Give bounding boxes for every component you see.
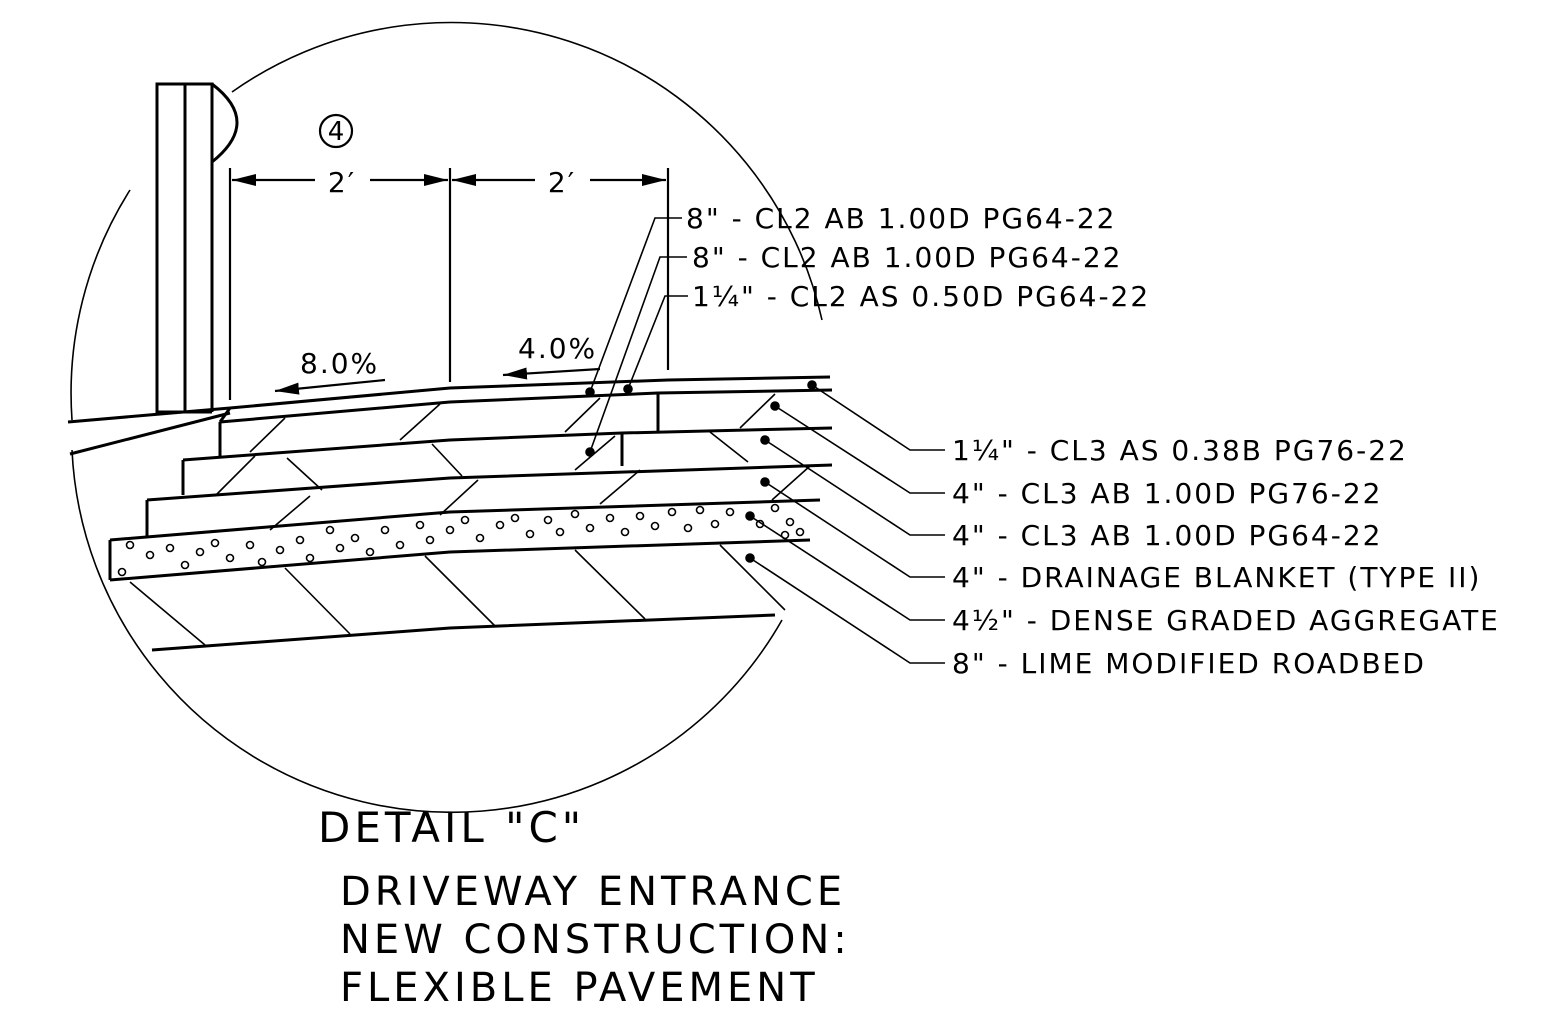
slope-labels: 8.0% 4.0%	[274, 332, 601, 395]
top-callout-1: 8" - CL2 AB 1.00D PG64-22	[686, 202, 1116, 235]
right-callout-2: 4" - CL3 AB 1.00D PG76-22	[952, 477, 1382, 510]
right-callout-3: 4" - CL3 AB 1.00D PG64-22	[952, 519, 1382, 552]
circled-marker-4: 4	[318, 113, 354, 149]
circled-marker-text: 4	[328, 117, 345, 147]
top-callout-3: 1¼" - CL2 AS 0.50D PG64-22	[692, 280, 1150, 313]
top-callout-leaders	[585, 217, 688, 457]
right-callout-6: 8" - LIME MODIFIED ROADBED	[952, 647, 1426, 680]
subtitle-line-2: NEW CONSTRUCTION:	[340, 917, 851, 963]
right-slope-label: 4.0%	[518, 332, 597, 365]
pavement-layers	[67, 375, 833, 652]
detail-title-block: DETAIL "C" DRIVEWAY ENTRANCE NEW CONSTRU…	[318, 803, 851, 1010]
subtitle-line-3: FLEXIBLE PAVEMENT	[340, 965, 819, 1010]
top-callout-2: 8" - CL2 AB 1.00D PG64-22	[692, 241, 1122, 274]
width-dimensions: 2′ 2′	[228, 166, 670, 400]
left-slope-label: 8.0%	[300, 347, 379, 380]
top-callouts: 8" - CL2 AB 1.00D PG64-22 8" - CL2 AB 1.…	[686, 202, 1150, 313]
right-callout-leaders	[745, 380, 945, 664]
right-width-label: 2′	[548, 166, 576, 199]
subtitle-line-1: DRIVEWAY ENTRANCE	[340, 869, 846, 915]
right-callout-1: 1¼" - CL3 AS 0.38B PG76-22	[952, 434, 1408, 467]
left-width-label: 2′	[328, 166, 356, 199]
detail-circle	[70, 21, 823, 814]
right-callouts: 1¼" - CL3 AS 0.38B PG76-22 4" - CL3 AB 1…	[952, 434, 1500, 680]
drainage-aggregate-texture	[117, 503, 805, 577]
right-callout-4: 4" - DRAINAGE BLANKET (TYPE II)	[952, 561, 1481, 594]
right-callout-5: 4½" - DENSE GRADED AGGREGATE	[952, 604, 1500, 637]
detail-title: DETAIL "C"	[318, 803, 585, 852]
curb-post	[155, 82, 239, 414]
